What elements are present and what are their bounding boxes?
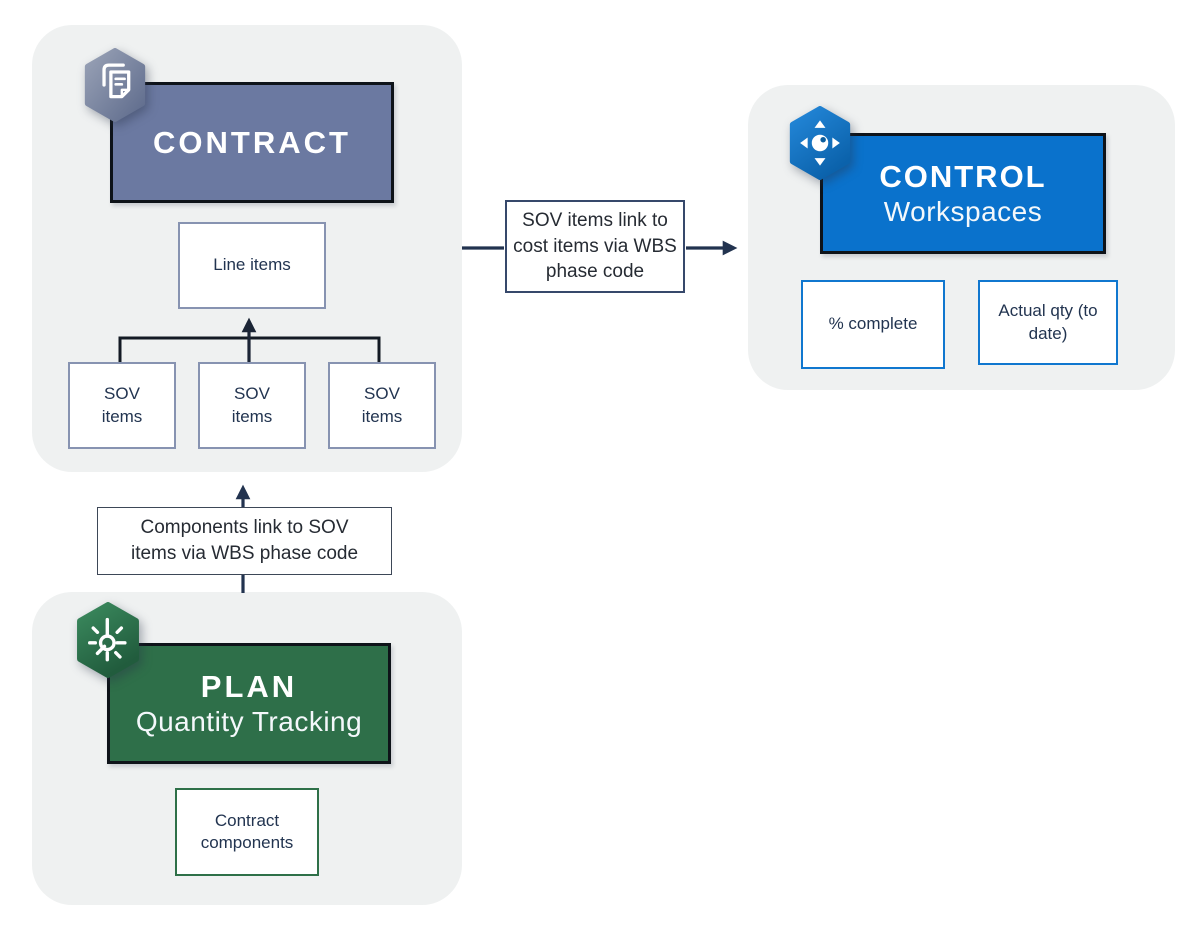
sov-items-label: SOV items — [231, 384, 273, 426]
control-subtitle: Workspaces — [883, 196, 1043, 228]
plan-subtitle: Quantity Tracking — [135, 706, 363, 738]
sov-items-label: SOV items — [101, 384, 143, 426]
contract-title: CONTRACT — [153, 124, 351, 160]
actual-qty-label: Actual qty (to date) — [998, 301, 1098, 343]
line-items-label: Line items — [213, 255, 291, 275]
percent-complete-label: % complete — [828, 314, 918, 334]
actual-qty-box: Actual qty (to date) — [978, 280, 1118, 365]
plan-title: PLAN — [200, 668, 298, 704]
line-items-box: Line items — [178, 222, 326, 309]
components-to-sov-text: Components link to SOV items via WBS pha… — [130, 517, 359, 564]
documents-icon — [84, 48, 146, 122]
sov-to-cost-connector-label: SOV items link to cost items via WBS pha… — [505, 200, 685, 293]
move-control-icon — [789, 106, 851, 180]
sov-items-box: SOV items — [328, 362, 436, 449]
sov-items-label: SOV items — [361, 384, 403, 426]
control-title: CONTROL — [879, 158, 1047, 194]
plan-header: PLAN Quantity Tracking — [107, 643, 391, 764]
contract-components-label: Contract components — [200, 810, 294, 852]
sov-to-cost-text: SOV items link to cost items via WBS pha… — [513, 210, 677, 283]
sov-items-box: SOV items — [68, 362, 176, 449]
control-header: CONTROL Workspaces — [820, 133, 1106, 254]
components-to-sov-connector-label: Components link to SOV items via WBS pha… — [97, 507, 392, 575]
sov-items-box: SOV items — [198, 362, 306, 449]
percent-complete-box: % complete — [801, 280, 945, 369]
plan-clock-icon — [77, 602, 139, 678]
contract-components-box: Contract components — [175, 788, 319, 876]
contract-header: CONTRACT — [110, 82, 394, 203]
